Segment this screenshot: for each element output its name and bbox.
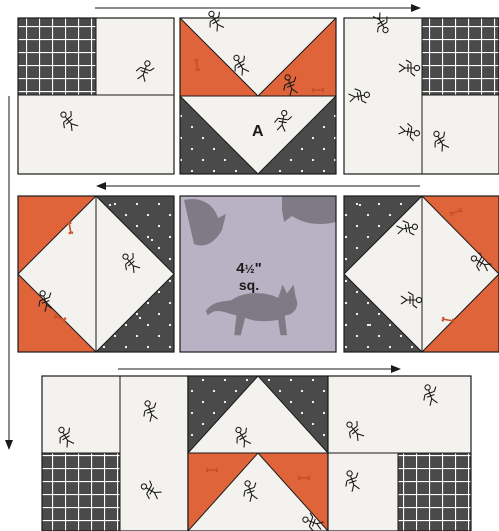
block-r1-center-flying-geese: A <box>180 8 336 174</box>
block-r3-center-flying-geese <box>188 376 328 531</box>
block-r2-left-flying-geese <box>18 196 174 352</box>
block-r3-left <box>42 376 188 531</box>
block-r3-right <box>328 376 471 531</box>
grid-patch <box>422 18 499 95</box>
block-r1-left <box>18 18 174 174</box>
grid-patch <box>18 18 96 95</box>
square-size-label: 4½" <box>236 260 261 277</box>
arrow-right-icon <box>95 4 421 12</box>
cream-patch <box>96 18 174 95</box>
arrow-left-icon <box>96 182 420 190</box>
arrow-down-icon <box>5 96 13 450</box>
arrow-right-icon <box>118 365 401 373</box>
piece-label: A <box>252 123 264 140</box>
cream-patch <box>18 95 174 174</box>
grid-patch <box>42 453 120 531</box>
grid-patch <box>398 453 471 531</box>
block-r1-right <box>344 10 499 174</box>
block-r2-right-flying-geese <box>344 196 499 352</box>
square-size-suffix: sq. <box>239 277 259 293</box>
block-r2-center-square: 4½" sq. <box>180 196 336 352</box>
